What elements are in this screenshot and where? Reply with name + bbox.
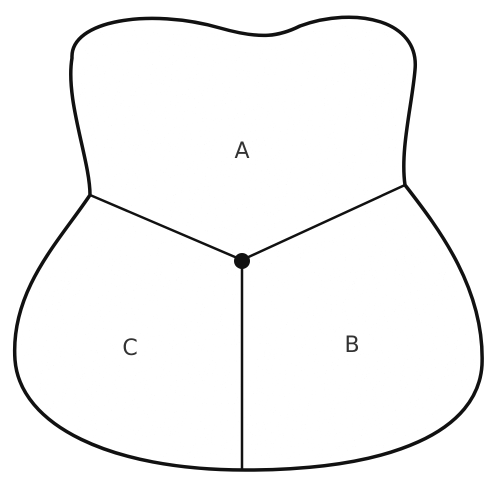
region-label-a: A xyxy=(234,139,249,164)
region-label-b: B xyxy=(344,333,359,358)
junction-point xyxy=(234,253,250,269)
region-label-c: C xyxy=(122,336,137,361)
